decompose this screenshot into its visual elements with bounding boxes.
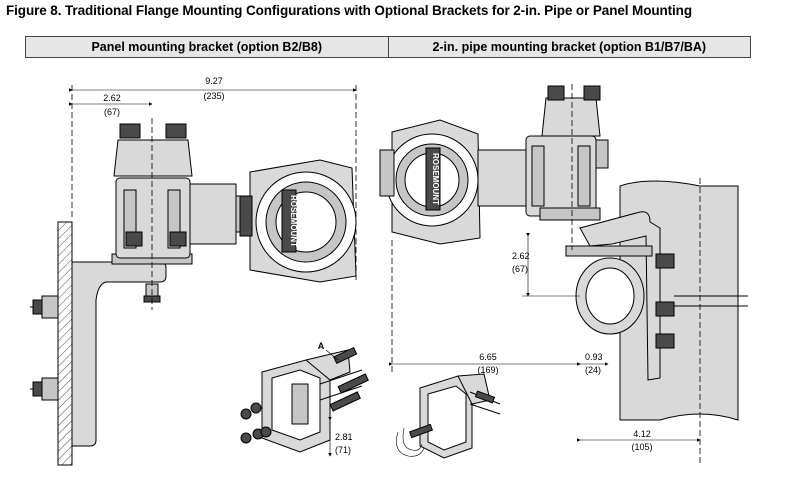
pipe-vertical-dim-mm: (67) [512,264,528,274]
panel-overall-dim-mm: (235) [203,91,224,101]
panel-left-dim-mm: (67) [104,107,120,117]
pipe-bracket-exploded-view [396,373,501,459]
pipe-vertical-dim-in: 2.62 [512,251,530,261]
pipe-dim-in: 4.12 [633,429,651,439]
panel-bracket-exploded-view: A 2.81 (71) [240,341,369,457]
pipe-transmitter-housing: ROSEMOUNT [379,119,527,245]
flange-cover [113,139,193,177]
housing-brand-label: ROSEMOUNT [289,195,298,247]
pipe-dim-mm: (105) [631,442,652,452]
panel-mount-assembly: ROSEMOUNT 9.27 (235) 2.62 (67) [30,76,357,466]
panel-bolt-upper [30,295,59,319]
bracket-dim-mm: (71) [335,445,351,455]
pipe-mount-assembly: ROSEMOUNT 2.62 (67) 6.65 (169) 0.93 (24)… [379,84,748,465]
panel-mount-header: Panel mounting bracket (option B2/B8) [91,40,323,54]
pipe-offset-dim-in: 0.93 [585,352,603,362]
panel-wall [57,221,73,466]
housing-neck [189,183,237,245]
figure-title: Figure 8. Traditional Flange Mounting Co… [6,3,692,18]
pipe-offset-dim-mm: (24) [585,365,601,375]
column-header-row: Panel mounting bracket (option B2/B8) 2-… [25,36,751,58]
pipe-bracket [579,211,661,381]
transmitter-housing: ROSEMOUNT [239,159,357,283]
panel-bolt-lower [30,377,59,401]
bracket-dim-in: 2.81 [335,432,353,442]
pipe-horizontal-dim-mm: (169) [477,365,498,375]
pipe-housing-brand-label: ROSEMOUNT [431,153,440,205]
pipe-horizontal-dim-in: 6.65 [479,352,497,362]
callout-a: A [318,341,325,351]
flange-bolts [119,123,187,247]
panel-overall-dim-in: 9.27 [205,76,223,86]
panel-left-dim-in: 2.62 [103,93,121,103]
pipe-mount-header: 2-in. pipe mounting bracket (option B1/B… [387,37,751,57]
panel-bracket [71,261,167,447]
